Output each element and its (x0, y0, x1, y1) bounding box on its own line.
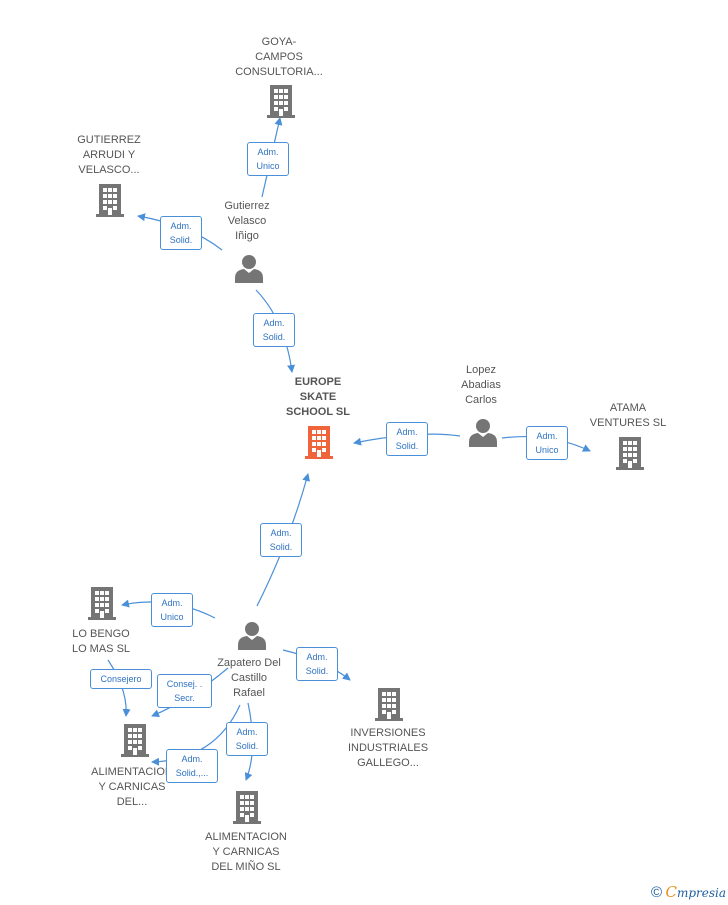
node-goya[interactable] (267, 85, 295, 118)
node-zapatero[interactable] (238, 622, 266, 650)
label-gutierrez-arrudi: GUTIERREZ ARRUDI Y VELASCO... (77, 134, 141, 176)
node-atama[interactable] (616, 437, 644, 470)
label-alimentacion2: ALIMENTACION Y CARNICAS DEL MIÑO SL (205, 831, 287, 873)
edge-tag-consej-secr[interactable]: Consej. . Secr. (157, 674, 212, 708)
label-gutierrez-person: Gutierrez Velasco Iñigo (224, 200, 270, 242)
label-goya: GOYA- CAMPOS CONSULTORIA... (235, 36, 323, 78)
node-lo-bengo[interactable] (88, 587, 116, 620)
node-gutierrez-person[interactable] (235, 255, 263, 283)
edge-tag-adm-solid[interactable]: Adm. Solid. (260, 523, 302, 557)
edge-tag-adm-solid[interactable]: Adm. Solid. (296, 647, 338, 681)
edge-tag-adm-unico[interactable]: Adm. Unico (151, 593, 193, 627)
label-alimentacion1: ALIMENTACION Y CARNICAS DEL... (91, 766, 173, 808)
label-atama: ATAMA VENTURES SL (589, 402, 667, 429)
edge-lobengo-alimentacion1 (107, 659, 131, 717)
brand-logo-text: mpresia (676, 886, 726, 900)
edge-tag-adm-unico[interactable]: Adm. Unico (247, 142, 289, 176)
label-inversiones: INVERSIONES INDUSTRIALES GALLEGO... (347, 727, 429, 769)
label-lo-bengo: LO BENGO LO MAS SL (71, 628, 131, 655)
edge-tag-adm-solid[interactable]: Adm. Solid. (226, 722, 268, 756)
edge-tag-consejero[interactable]: Consejero (90, 669, 152, 689)
node-alimentacion2[interactable] (233, 791, 261, 824)
node-inversiones[interactable] (375, 688, 403, 721)
node-alimentacion1[interactable] (121, 724, 149, 757)
label-europe: EUROPE SKATE SCHOOL SL (286, 376, 350, 418)
brand-logo-letter: C (665, 883, 677, 901)
brand-footer[interactable]: © Cmpresia (651, 883, 726, 901)
label-lopez: Lopez Abadias Carlos (461, 364, 501, 406)
edge-tag-adm-unico[interactable]: Adm. Unico (526, 426, 568, 460)
label-zapatero: Zapatero Del Castillo Rafael (217, 657, 281, 699)
node-europe[interactable] (305, 426, 333, 459)
edge-tag-adm-solid[interactable]: Adm. Solid. (253, 313, 295, 347)
edge-tag-adm-solid[interactable]: Adm. Solid. (386, 422, 428, 456)
node-lopez[interactable] (469, 419, 497, 447)
edge-tag-adm-solid-more[interactable]: Adm. Solid.,... (166, 749, 218, 783)
node-gutierrez-arrudi[interactable] (96, 184, 124, 217)
edge-tag-adm-solid[interactable]: Adm. Solid. (160, 216, 202, 250)
edge-zapatero-alimentacion1-solid (151, 704, 241, 766)
copyright-icon: © (651, 884, 663, 901)
